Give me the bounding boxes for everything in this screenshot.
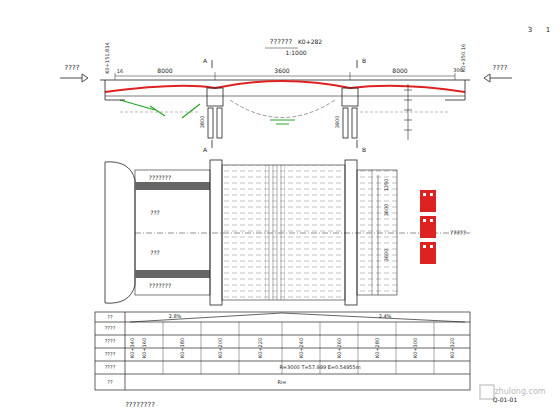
drawing-label: K0+160 xyxy=(142,338,147,358)
drawing-label: 3900 xyxy=(335,116,340,129)
drawing-label: A xyxy=(203,147,207,153)
drawing-label: ?? xyxy=(107,315,112,320)
drawing-label: 3600 xyxy=(384,249,389,262)
drawing-label: ??? xyxy=(150,210,160,216)
drawing-label: ???? xyxy=(105,365,116,370)
drawing-label: 300 xyxy=(453,68,463,73)
drawing-label: K0+260 xyxy=(337,338,342,358)
drawing-label: 3600 xyxy=(384,204,389,217)
drawing-label: K0+300 xyxy=(413,338,418,358)
drawing-label: ??????? xyxy=(149,283,171,289)
drawing-label: K0+280 xyxy=(375,338,380,358)
drawing-label: B xyxy=(362,58,366,64)
drawing-label: ???? xyxy=(105,339,116,344)
drawing-label: ?? xyxy=(107,380,112,385)
drawing-label: 8000 xyxy=(392,68,407,74)
drawing-label: K0+282 xyxy=(298,39,322,45)
drawing-label: K0+240 xyxy=(299,338,304,358)
drawing-label: 1 xyxy=(546,27,550,34)
drawing-label: zhulong.com xyxy=(494,388,545,396)
drawing-label: ???? xyxy=(105,352,116,357)
drawing-label: Ri= xyxy=(277,380,286,385)
drawing-label: ????? xyxy=(450,230,466,236)
drawing-label: K0+180 xyxy=(180,338,185,358)
drawing-label: R=3000 T=57.999 E=0.54955m xyxy=(279,365,360,370)
drawing-label: 1350 xyxy=(384,179,389,192)
drawing-label: K0+340 xyxy=(130,338,135,358)
drawing-label: K0+320 xyxy=(450,338,455,358)
drawing-label: 1:1000 xyxy=(285,50,306,56)
drawing-label: ???? xyxy=(65,65,80,72)
drawing-label: A xyxy=(203,58,207,64)
drawing-label: K0+200 xyxy=(218,338,223,358)
drawing-label: 3800 xyxy=(200,116,205,129)
drawing-label: 3 xyxy=(528,27,532,34)
drawing-label: ?????? xyxy=(270,39,292,46)
drawing-label: 2.8% xyxy=(169,314,182,319)
drawing-label: 2.4% xyxy=(379,314,392,319)
drawing-label: Q-01-01 xyxy=(493,397,518,403)
drawing-label: ??????? xyxy=(149,175,171,181)
drawing-label: K0+220 xyxy=(258,338,263,358)
drawing-label: ???? xyxy=(105,326,116,331)
drawing-label: K0+151.834 xyxy=(105,42,110,73)
drawing-label: ???????? xyxy=(125,402,155,409)
drawing-label: 3600 xyxy=(274,68,289,74)
drawing-label: ???? xyxy=(493,65,508,72)
drawing-label: B xyxy=(362,147,366,153)
drawing-label: 16 xyxy=(117,69,123,74)
drawing-label: ??? xyxy=(150,250,160,256)
drawing-label: 8000 xyxy=(157,68,172,74)
